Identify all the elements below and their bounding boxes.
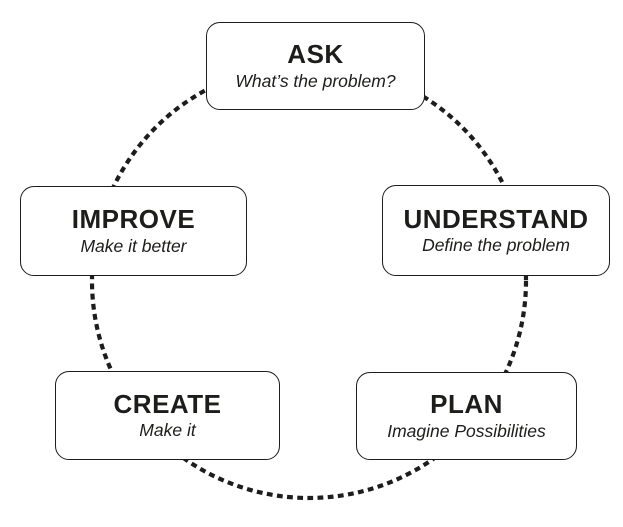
stage-label-plan: PLAN xyxy=(430,389,503,420)
stage-label-ask: ASK xyxy=(287,39,344,70)
stage-sublabel-plan: Imagine Possibilities xyxy=(387,420,546,441)
stage-sublabel-improve: Make it better xyxy=(80,235,187,256)
stage-label-understand: UNDERSTAND xyxy=(403,203,589,234)
stage-sublabel-ask: What’s the problem? xyxy=(235,70,396,91)
stage-label-improve: IMPROVE xyxy=(71,204,196,235)
stage-box-improve: IMPROVE Make it better xyxy=(20,186,247,276)
stage-box-ask: ASK What’s the problem? xyxy=(206,22,425,110)
stage-box-create: CREATE Make it xyxy=(55,371,280,460)
stage-label-create: CREATE xyxy=(113,388,222,419)
stage-sublabel-create: Make it xyxy=(139,420,196,441)
stage-sublabel-understand: Define the problem xyxy=(422,235,570,256)
stage-box-understand: UNDERSTAND Define the problem xyxy=(382,185,610,276)
stage-box-plan: PLAN Imagine Possibilities xyxy=(356,372,577,460)
